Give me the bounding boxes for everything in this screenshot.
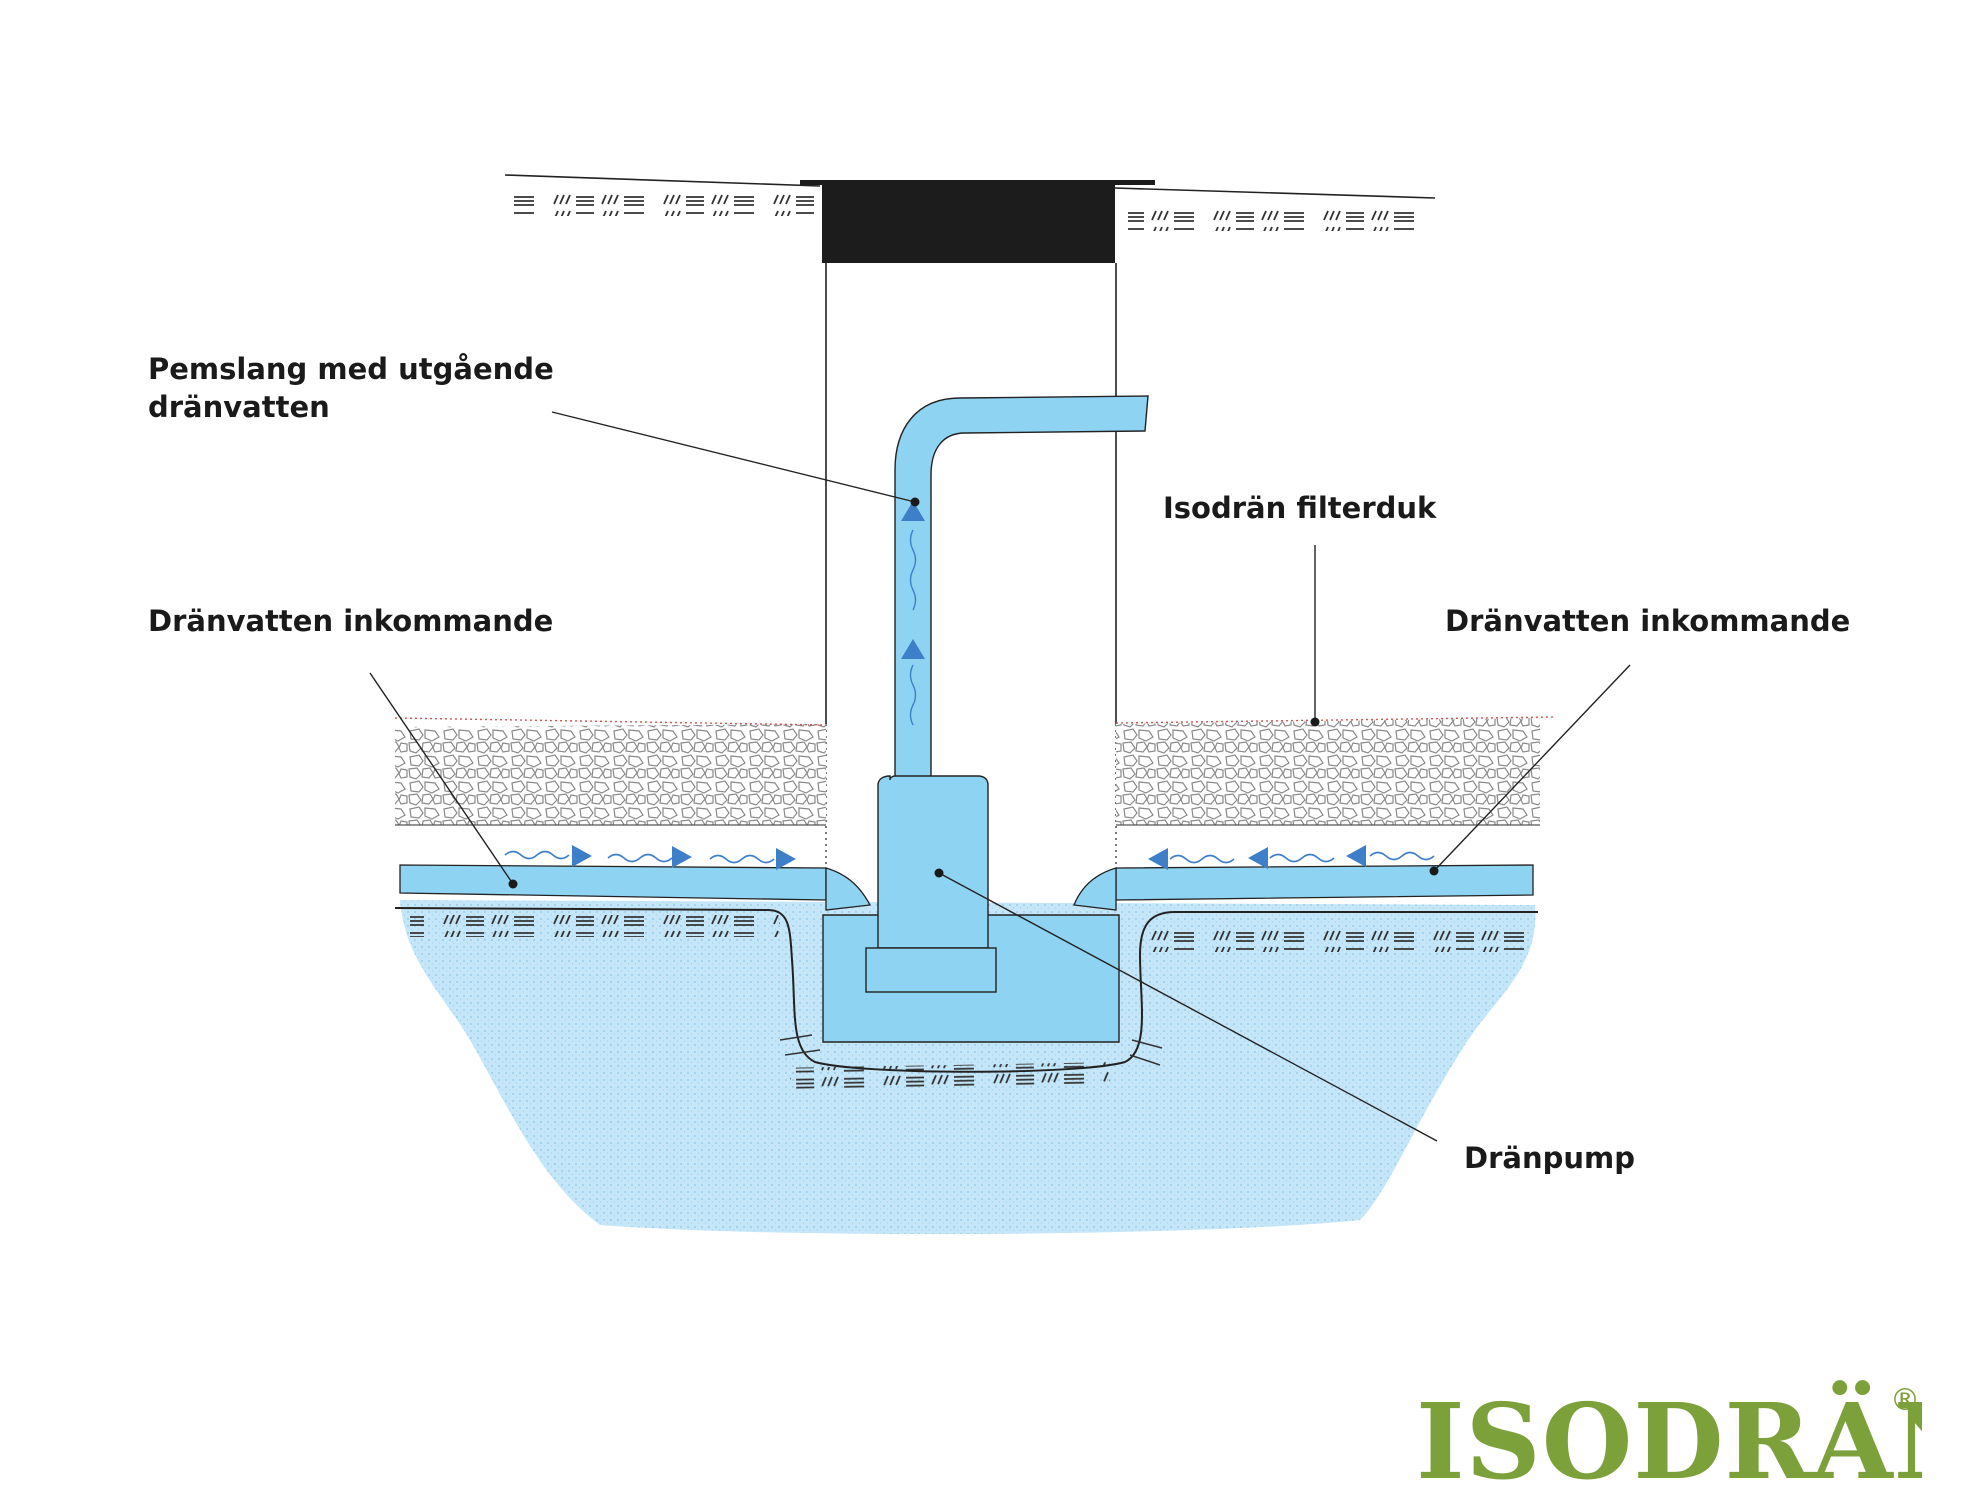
well-lid bbox=[800, 180, 1155, 263]
groundwater-zone bbox=[400, 900, 1536, 1235]
flow-arrows-left bbox=[504, 845, 796, 870]
drain-pump bbox=[865, 775, 997, 993]
triangle-arrow-icon bbox=[901, 501, 925, 521]
triangle-arrow-icon bbox=[672, 846, 692, 868]
triangle-arrow-icon bbox=[1248, 847, 1268, 869]
isodran-logo: ISODRÄN ® bbox=[1412, 1378, 1922, 1488]
dot-icon bbox=[934, 868, 944, 878]
flow-arrows-right bbox=[1148, 845, 1435, 870]
label-discharge-hose-line1: Pemslang med utgående bbox=[148, 352, 554, 386]
label-drain-pump: Dränpump bbox=[1464, 1141, 1635, 1175]
triangle-arrow-icon bbox=[1148, 848, 1168, 870]
label-incoming-right: Dränvatten inkommande bbox=[1445, 604, 1851, 638]
ground-surface bbox=[504, 174, 1436, 231]
dot-icon bbox=[910, 497, 920, 507]
label-incoming-left: Dränvatten inkommande bbox=[148, 604, 554, 638]
logo-wordmark: ISODRÄN bbox=[1416, 1379, 1922, 1488]
registered-mark: ® bbox=[1890, 1383, 1920, 1418]
leader-lines bbox=[369, 411, 1631, 1142]
triangle-arrow-icon bbox=[901, 639, 925, 659]
triangle-arrow-icon bbox=[1346, 845, 1366, 867]
dot-icon bbox=[508, 879, 518, 889]
discharge-hose bbox=[894, 395, 1149, 786]
label-discharge-hose-line2: dränvatten bbox=[148, 390, 330, 424]
filter-cloth-line bbox=[394, 716, 1556, 726]
label-discharge-hose: Pemslang med utgående dränvatten bbox=[148, 350, 554, 426]
gravel-layer bbox=[395, 718, 1540, 826]
dot-icon bbox=[1429, 866, 1439, 876]
drain-pipe-right bbox=[1073, 864, 1534, 911]
triangle-arrow-icon bbox=[572, 845, 592, 867]
dot-icon bbox=[1310, 717, 1320, 727]
label-filter-cloth: Isodrän filterduk bbox=[1163, 491, 1437, 525]
triangle-arrow-icon bbox=[776, 848, 796, 870]
